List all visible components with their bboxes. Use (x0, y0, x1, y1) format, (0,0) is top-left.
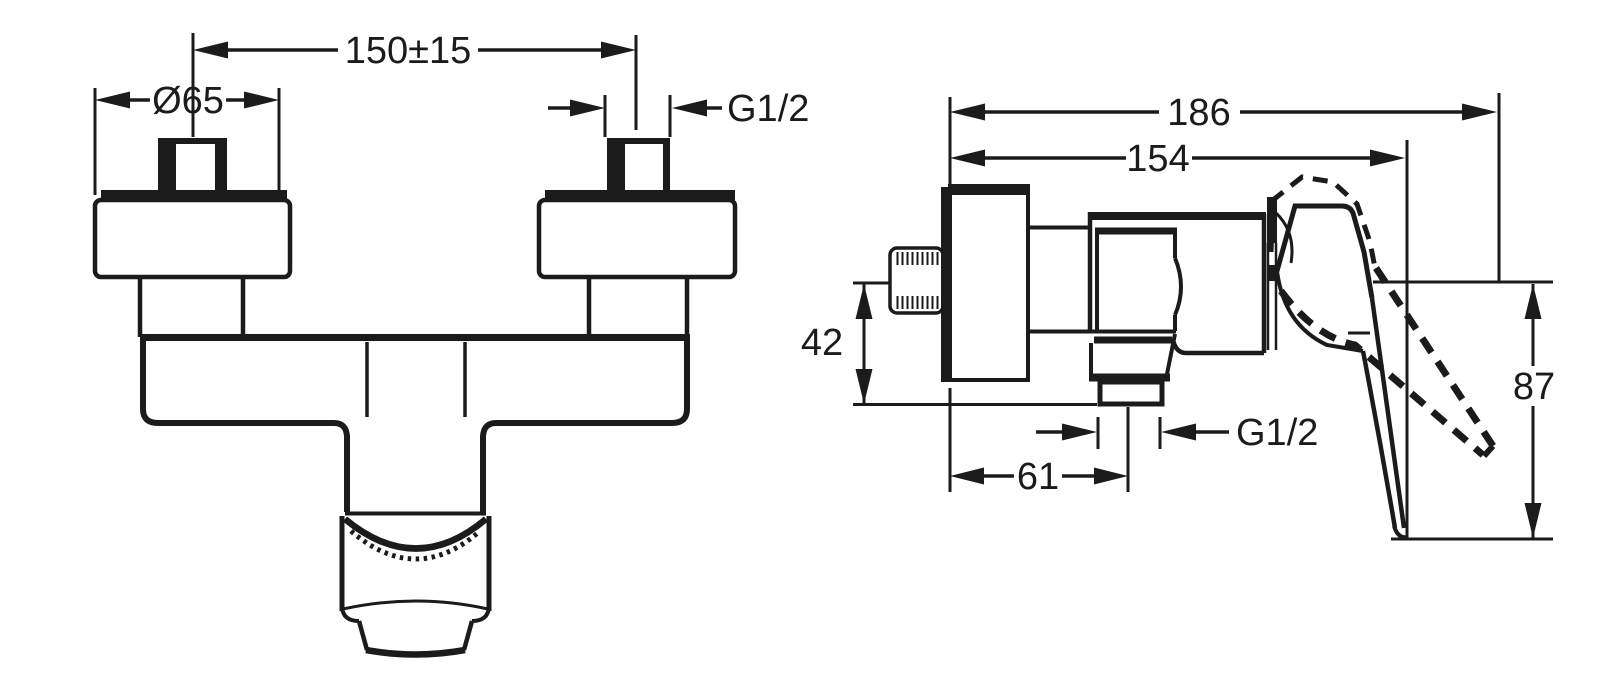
front-view: 150±15 Ø65 G1/2 (92, 30, 809, 658)
escutcheon-left (92, 197, 293, 280)
dim-label-87: 87 (1513, 366, 1555, 408)
handle-swing-arc (1274, 211, 1294, 264)
dim-label-150: 150±15 (345, 30, 472, 72)
dim-outlet-thread: G1/2 (1036, 412, 1318, 454)
supply-nipple-right (607, 138, 670, 192)
neck-left (137, 277, 246, 337)
valve-housing (1087, 212, 1267, 356)
spout-front (339, 511, 492, 658)
escutcheon-side (941, 184, 1030, 382)
body-cylinder (1028, 225, 1176, 334)
handle-closed (1274, 203, 1408, 540)
socket-opening-arc (342, 516, 489, 552)
mixer-body-front (140, 334, 690, 512)
dim-escutcheon-diameter: Ø65 (93, 80, 281, 195)
outlet-side (1089, 333, 1177, 407)
handle-open-dashed (1268, 174, 1496, 459)
dim-inlet-thread: G1/2 (548, 88, 809, 137)
dim-label-d65: Ø65 (152, 80, 224, 122)
escutcheon-right (536, 197, 738, 280)
supply-nipple-left (158, 138, 227, 192)
dim-center-distance: 150±15 (191, 30, 638, 137)
escutcheon-flange-right (545, 190, 735, 200)
escutcheon-flange-left (101, 190, 287, 200)
dim-label-42: 42 (801, 322, 843, 364)
side-view: 186 154 42 87 (801, 92, 1555, 541)
dim-label-154: 154 (1126, 138, 1189, 180)
cartridge-dome-arc (1173, 257, 1183, 316)
neck-right (586, 277, 690, 337)
dim-outlet-offset: 61 (948, 388, 1130, 498)
dim-label-g12-side: G1/2 (1236, 412, 1318, 454)
dim-depth-total: 186 (950, 92, 1501, 282)
dim-depth-body: 154 (950, 138, 1409, 539)
dim-label-186: 186 (1167, 92, 1230, 134)
dim-label-61: 61 (1017, 456, 1059, 498)
dim-handle-height: 87 (1373, 280, 1555, 541)
dim-label-g12-front: G1/2 (727, 88, 809, 130)
dim-inlet-axis-to-base: 42 (801, 281, 1097, 406)
wall-thread-connector (888, 246, 945, 315)
